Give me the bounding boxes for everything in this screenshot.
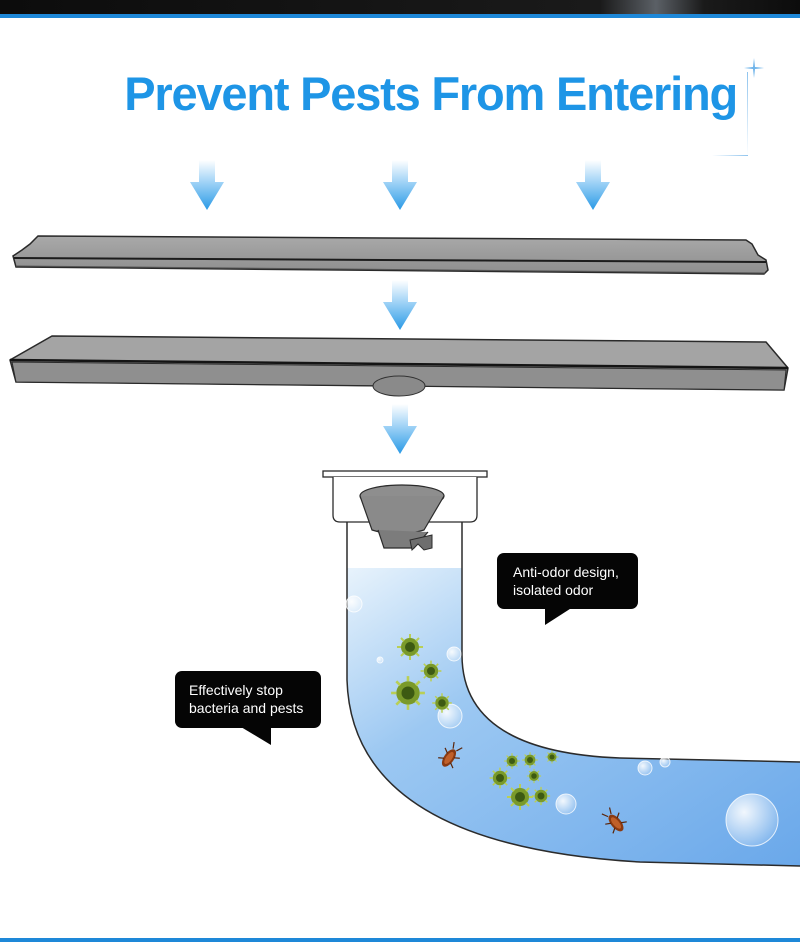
pipe-water (347, 568, 800, 866)
decor-frame-line (747, 72, 748, 156)
decor-frame-foot (712, 155, 748, 156)
sparkle-icon (744, 58, 764, 78)
top-banner-strip (0, 0, 800, 14)
odor-trap (322, 470, 488, 552)
drain-cover-bar (12, 235, 769, 275)
arrow-down-icon (383, 404, 417, 454)
callout-anti-odor: Anti-odor design, isolated odor (497, 553, 638, 625)
arrow-down-icon (383, 160, 417, 210)
water-bubble-icon (345, 595, 779, 847)
arrow-down-icon (576, 160, 610, 210)
callout-stop-pests: Effectively stop bacteria and pests (175, 671, 321, 745)
headline: Prevent Pests From Entering (124, 67, 738, 120)
bottom-accent-line (0, 938, 800, 942)
drain-channel-bar (9, 335, 789, 397)
top-accent-line (0, 14, 800, 18)
arrow-down-icon (190, 160, 224, 210)
drain-pipe (346, 520, 800, 867)
arrow-down-icon (383, 280, 417, 330)
